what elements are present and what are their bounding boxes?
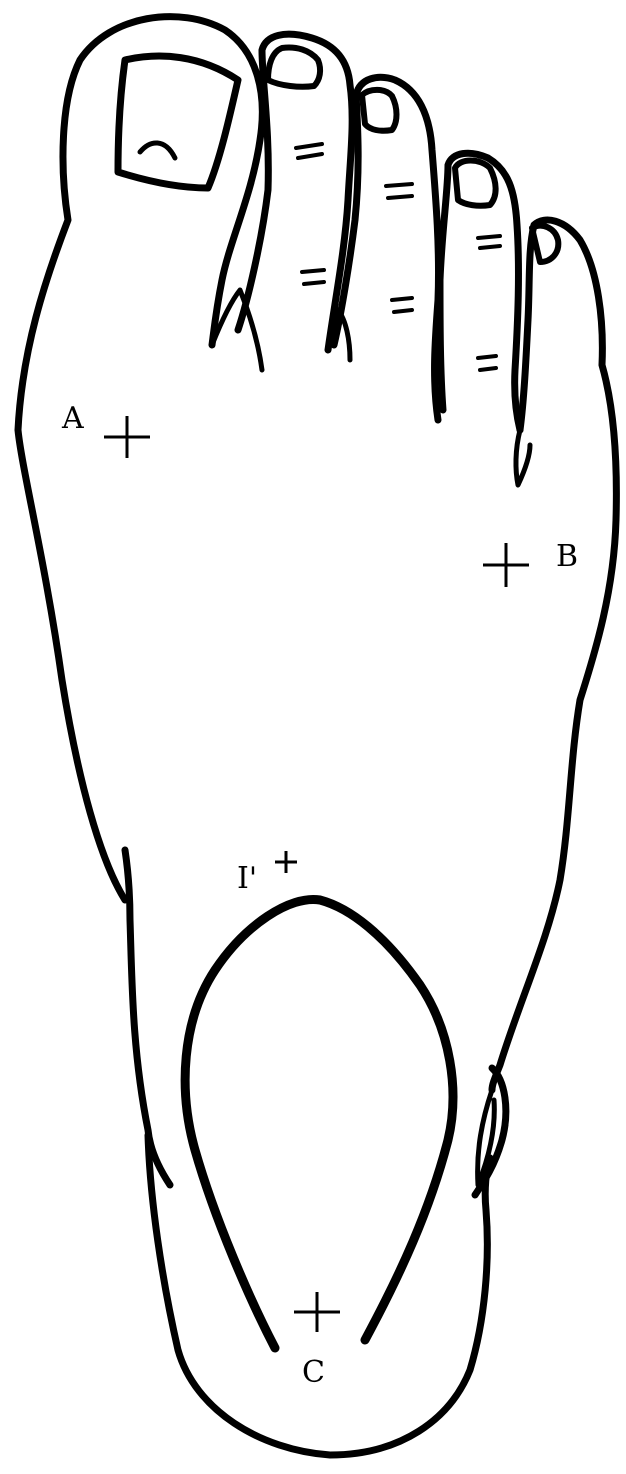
big-toenail-mark [140, 143, 175, 158]
marker-C-cross [294, 1292, 340, 1332]
second-toenail [268, 48, 320, 87]
marker-I-cross [275, 851, 297, 873]
point-label-I: I' [237, 861, 257, 896]
marker-B-cross [483, 543, 529, 587]
point-label-A: A [61, 401, 84, 436]
big-toenail [118, 56, 238, 188]
toe-crease-3 [516, 430, 530, 485]
foot-outline-right [492, 220, 616, 1090]
point-markers [104, 416, 529, 1332]
point-label-B: B [556, 539, 578, 574]
heel-inner-loop [185, 899, 453, 1348]
fourth-toe [440, 153, 520, 430]
third-toenail [362, 90, 397, 131]
marker-A-cross [104, 416, 150, 458]
fourth-toenail [455, 161, 496, 206]
point-label-C: C [302, 1355, 325, 1390]
second-toe [238, 34, 352, 350]
